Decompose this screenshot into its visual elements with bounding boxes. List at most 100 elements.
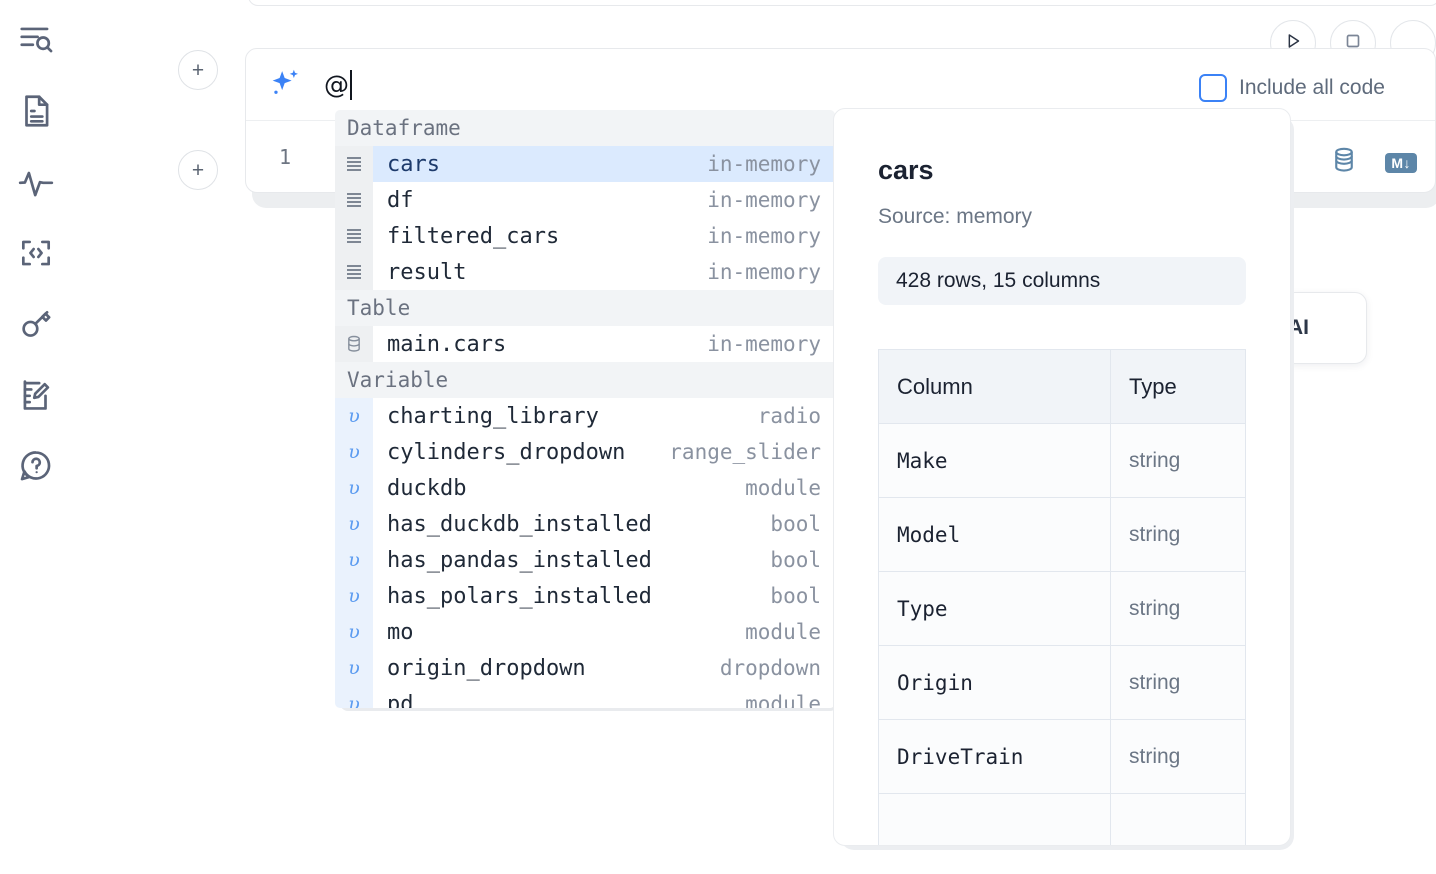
schema-table-row-clipped — [879, 794, 1245, 845]
cell-footer-icons: M↓ — [1329, 145, 1417, 180]
schema-cell-column: Origin — [879, 646, 1111, 720]
autocomplete-item-meta: bool — [770, 548, 821, 572]
autocomplete-item-name: has_polars_installed — [387, 583, 652, 609]
code-snippet-icon — [17, 234, 55, 272]
autocomplete-item-name: main.cars — [387, 331, 507, 357]
autocomplete-item-name: charting_library — [387, 403, 599, 429]
autocomplete-item[interactable]: result in-memory — [335, 254, 835, 290]
sidebar-item-snippets[interactable] — [12, 229, 60, 277]
outline-search-icon — [17, 21, 55, 59]
include-all-code-checkbox[interactable] — [1199, 74, 1227, 102]
autocomplete-item-meta: bool — [770, 512, 821, 536]
autocomplete-item-meta: module — [745, 476, 821, 500]
include-all-code-row: Include all code — [1199, 74, 1385, 102]
autocomplete-item[interactable]: υ cylinders_dropdown range_slider — [335, 434, 835, 470]
variable-upsilon-icon: υ — [335, 506, 373, 542]
ai-prompt-input[interactable]: @ — [324, 49, 1435, 120]
schema-cell-column: Type — [879, 572, 1111, 646]
autocomplete-item[interactable]: υ has_pandas_installed bool — [335, 542, 835, 578]
autocomplete-item-meta: in-memory — [707, 260, 821, 284]
autocomplete-item[interactable]: main.cars in-memory — [335, 326, 835, 362]
autocomplete-item-name: duckdb — [387, 475, 467, 501]
autocomplete-item-meta: dropdown — [719, 656, 821, 680]
autocomplete-item-meta: in-memory — [707, 188, 821, 212]
sidebar-item-outline[interactable] — [12, 16, 60, 64]
autocomplete-group-header: Variable — [335, 362, 835, 398]
autocomplete-item-meta: radio — [757, 404, 821, 428]
autocomplete-item-name: mo — [387, 619, 414, 645]
help-chat-icon — [17, 447, 55, 485]
add-cell-button-above[interactable]: + — [178, 50, 218, 90]
autocomplete-item-name: cylinders_dropdown — [387, 439, 626, 465]
activity-pulse-icon — [17, 163, 55, 201]
autocomplete-group-header: Table — [335, 290, 835, 326]
left-sidebar — [0, 0, 72, 874]
autocomplete-group-header: Dataframe — [335, 110, 835, 146]
ai-prompt-value: @ — [324, 70, 349, 99]
scratchpad-edit-icon — [17, 376, 55, 414]
variable-upsilon-icon: υ — [335, 434, 373, 470]
sidebar-item-help[interactable] — [12, 442, 60, 490]
autocomplete-item-name: has_pandas_installed — [387, 547, 652, 573]
schema-cell-column: Model — [879, 498, 1111, 572]
sidebar-item-dependencies[interactable] — [12, 158, 60, 206]
variable-upsilon-icon: υ — [335, 686, 373, 708]
key-icon — [17, 305, 55, 343]
autocomplete-item-meta: in-memory — [707, 224, 821, 248]
autocomplete-item-meta: module — [745, 692, 821, 708]
autocomplete-item-meta: in-memory — [707, 152, 821, 176]
sidebar-item-scratchpad[interactable] — [12, 371, 60, 419]
autocomplete-item[interactable]: cars in-memory — [335, 146, 835, 182]
variable-upsilon-icon: υ — [335, 614, 373, 650]
variable-upsilon-icon: υ — [335, 542, 373, 578]
schema-cell-type: string — [1111, 498, 1245, 572]
ai-hint-card[interactable]: AI — [1283, 292, 1367, 364]
autocomplete-item-name: cars — [387, 151, 440, 177]
code-editor-line[interactable]: 1 — [246, 121, 1435, 193]
autocomplete-item-name: result — [387, 259, 467, 285]
autocomplete-item-meta: range_slider — [669, 440, 821, 464]
add-cell-button-below[interactable]: + — [178, 150, 218, 190]
line-number: 1 — [278, 145, 292, 169]
autocomplete-item[interactable]: filtered_cars in-memory — [335, 218, 835, 254]
plus-icon: + — [191, 58, 205, 82]
stop-square-icon — [1342, 30, 1364, 57]
database-icon[interactable] — [1329, 145, 1359, 180]
dataframe-rows-icon — [335, 182, 373, 218]
autocomplete-item-meta: in-memory — [707, 332, 821, 356]
sidebar-item-notebook[interactable] — [12, 87, 60, 135]
sparkle-icon — [246, 66, 324, 104]
detail-panel-title: cars — [878, 155, 934, 185]
plus-icon: + — [191, 158, 205, 182]
previous-cell-stub — [248, 0, 1436, 6]
schema-header-type: Type — [1111, 350, 1245, 424]
autocomplete-item-name: origin_dropdown — [387, 655, 586, 681]
autocomplete-item-name: pd — [387, 691, 414, 709]
markdown-badge[interactable]: M↓ — [1385, 152, 1417, 173]
sidebar-item-secrets[interactable] — [12, 300, 60, 348]
schema-cell-type: string — [1111, 572, 1245, 646]
autocomplete-item-meta: module — [745, 620, 821, 644]
autocomplete-item-name: filtered_cars — [387, 223, 560, 249]
text-cursor — [350, 69, 352, 100]
document-icon — [17, 92, 55, 130]
detail-panel-stats: 428 rows, 15 columns — [878, 257, 1246, 305]
schema-cell-column: DriveTrain — [879, 720, 1111, 794]
dataframe-rows-icon — [335, 254, 373, 290]
